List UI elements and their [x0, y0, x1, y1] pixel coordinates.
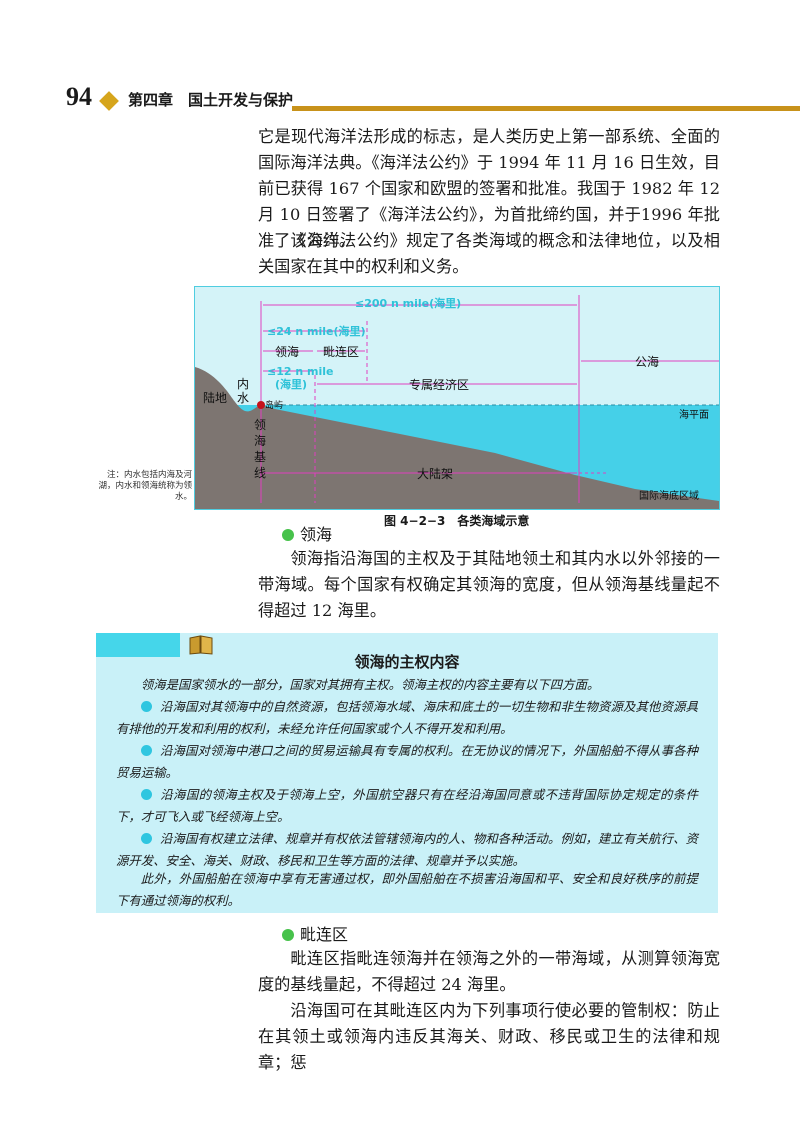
book-icon — [189, 635, 213, 655]
island-label: 岛屿 — [265, 401, 284, 411]
bullet-icon — [282, 929, 294, 941]
contiguous-zone-paragraph-2: 沿海国可在其毗连区内为下列事项行使必要的管制权：防止在其领土或领海内违反其海关、… — [258, 1001, 720, 1072]
sovereignty-infobox — [96, 633, 718, 913]
eez-label: 专属经济区 — [409, 378, 470, 392]
high-seas-label: 公海 — [635, 355, 660, 369]
territorial-sea-label: 领海 — [275, 345, 300, 359]
diamond-icon — [99, 91, 119, 111]
infobox-item-4: 沿海国有权建立法律、规章并有权依法管辖领海内的人、物和各种活动。例如，建立有关航… — [116, 831, 698, 868]
distance-200-label: ≤200 n mile(海里) — [355, 297, 462, 310]
baseline-label: 领海基线 — [253, 418, 266, 480]
contiguous-zone-paragraph-1: 毗连区指毗连领海并在领海之外的一带海域，从测算领海宽度的基线量起，不得超过 24… — [258, 949, 720, 994]
distance-12-label-2: (海里) — [275, 378, 308, 391]
infobox-item-2: 沿海国对领海中港口之间的贸易运输具有专属的权利。在无协议的情况下，外国船舶不得从… — [116, 743, 698, 780]
intro-paragraph-1: 它是现代海洋法形成的标志，是人类历史上第一部系统、全面的国际海洋法典。《海洋法公… — [258, 127, 720, 250]
contiguous-zone-label: 毗连区 — [323, 345, 360, 359]
contiguous-zone-heading: 毗连区 — [300, 925, 349, 944]
infobox-title: 领海的主权内容 — [354, 653, 460, 671]
infobox-closing: 此外，外国船舶在领海中享有无害通过权，即外国船舶在不损害沿海国和平、安全和良好秩… — [116, 871, 698, 908]
continental-shelf-label: 大陆架 — [417, 467, 454, 481]
distance-24-label: ≤24 n mile(海里) — [267, 325, 366, 338]
page-number: 94 — [66, 82, 92, 111]
header-rule — [292, 106, 800, 111]
intro-paragraph-2: 《海洋法公约》规定了各类海域的概念和法律地位，以及相关国家在其中的权利和义务。 — [258, 231, 720, 276]
distance-12-label-1: ≤12 n mile — [267, 365, 334, 378]
chapter-title: 第四章 国土开发与保护 — [128, 91, 294, 109]
sea-level-label: 海平面 — [679, 410, 709, 421]
bullet-icon — [140, 789, 152, 800]
sea-zones-diagram — [195, 295, 719, 509]
territorial-sea-heading: 领海 — [300, 525, 333, 544]
sea-zones-figure: ≤200 n mile(海里) ≤24 n mile(海里) 领海 毗连区 ≤1… — [194, 286, 720, 510]
bullet-icon — [140, 833, 152, 844]
bullet-icon — [282, 529, 294, 541]
bullet-icon — [140, 701, 152, 712]
infobox-item-1: 沿海国对其领海中的自然资源，包括领海水域、海床和底土的一切生物和非生物资源及其他… — [116, 699, 698, 736]
infobox-item-3: 沿海国的领海主权及于领海上空，外国航空器只有在经沿海国同意或不违背国际协定规定的… — [116, 787, 698, 824]
land-label: 陆地 — [203, 391, 228, 405]
figure-note: 注：内水包括内海及河湖，内水和领海统称为领水。 — [98, 470, 192, 502]
internal-water-label-2: 水 — [237, 391, 250, 405]
figure-caption: 图 4−2−3 各类海域示意 — [384, 514, 530, 528]
bullet-icon — [140, 745, 152, 756]
island-marker — [257, 401, 265, 409]
internal-water-label-1: 内 — [237, 377, 250, 391]
infobox-tab — [96, 633, 180, 657]
infobox-intro: 领海是国家领水的一部分，国家对其拥有主权。领海主权的内容主要有以下四方面。 — [140, 677, 600, 692]
seabed-area-label: 国际海底区域 — [639, 491, 699, 502]
territorial-sea-body: 领海指沿海国的主权及于其陆地领土和其内水以外邻接的一带海域。每个国家有权确定其领… — [258, 549, 720, 620]
